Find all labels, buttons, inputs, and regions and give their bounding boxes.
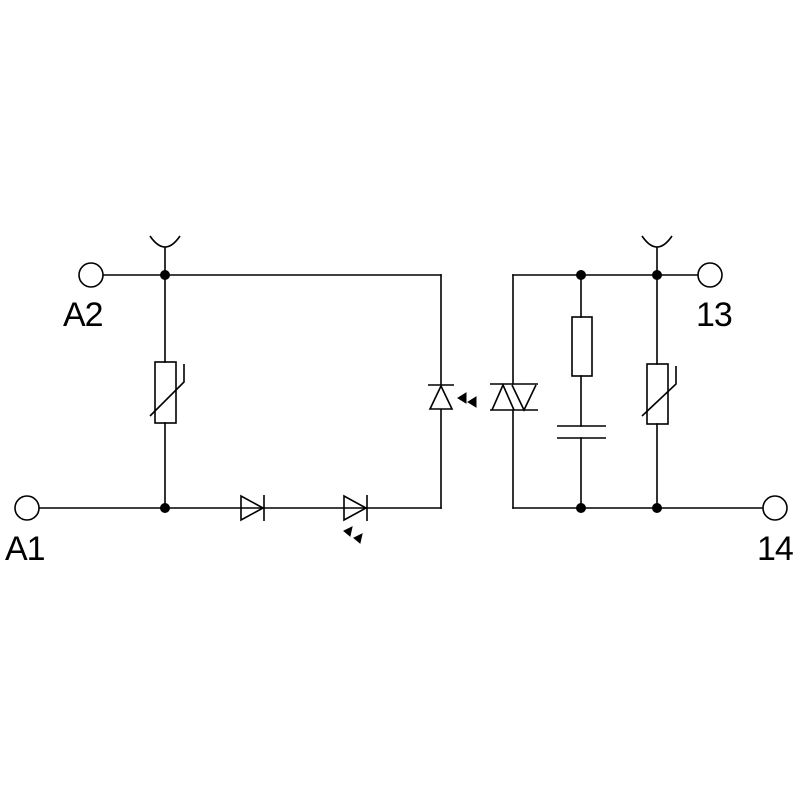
capacitor-icon <box>557 425 606 439</box>
led-icon <box>343 494 368 544</box>
led-emission-arrow-icon <box>343 526 353 537</box>
opto-led-icon <box>428 384 477 410</box>
junction-dot <box>160 503 170 513</box>
test-socket-icon <box>149 235 181 248</box>
test-socket-icon <box>641 235 673 248</box>
junction-dot <box>160 270 170 280</box>
terminal-a1-icon <box>14 495 40 521</box>
terminal-label-a2: A2 <box>63 296 104 334</box>
terminal-13-icon <box>697 262 723 288</box>
terminal-label-13: 13 <box>696 296 733 334</box>
opto-emission-arrow-icon <box>457 392 467 404</box>
junction-dot <box>652 270 662 280</box>
led-emission-arrow-icon <box>353 533 363 544</box>
varistor-icon <box>149 361 185 424</box>
junction-dot <box>576 270 586 280</box>
opto-emission-arrow-icon <box>467 396 477 408</box>
junction-dot <box>652 503 662 513</box>
terminal-label-a1: A1 <box>5 530 46 568</box>
output-circuit <box>490 235 788 521</box>
junction-dot <box>576 503 586 513</box>
terminal-a2-icon <box>78 262 104 288</box>
terminal-label-14: 14 <box>757 530 794 568</box>
varistor-icon <box>641 363 677 425</box>
diode-icon <box>240 494 265 522</box>
input-circuit <box>14 235 477 544</box>
resistor-icon <box>571 316 593 377</box>
terminal-14-icon <box>762 495 788 521</box>
photo-triac-icon <box>490 383 538 412</box>
